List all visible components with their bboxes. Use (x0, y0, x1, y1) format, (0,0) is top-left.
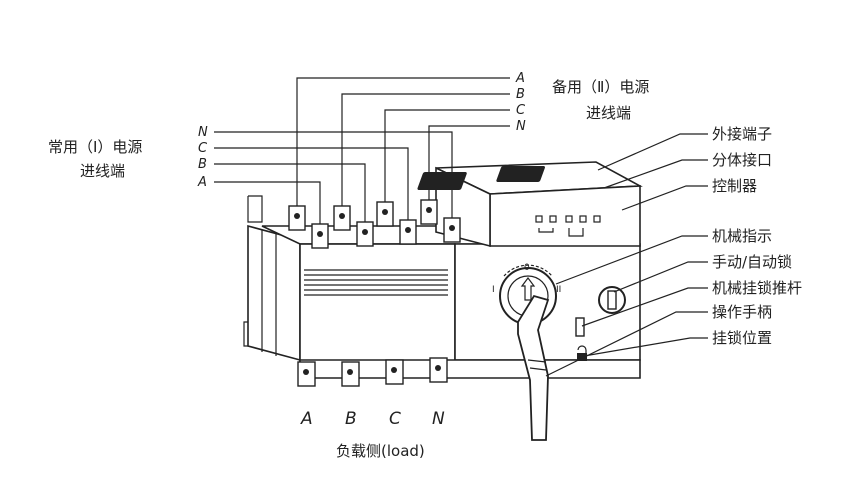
normal-leaders (214, 131, 453, 224)
backup-phase-n: N (516, 119, 526, 134)
load-phase-c: C (389, 409, 401, 429)
manual-auto-lock (598, 286, 626, 314)
backup-leaders (296, 77, 510, 206)
load-terminals (297, 357, 448, 387)
callout-operating-handle: 操作手柄 (712, 303, 772, 321)
dial-mark-i: I (492, 285, 495, 295)
dial-arrow-icon (520, 277, 536, 301)
dial-mark-ii: II (556, 285, 561, 295)
callout-external-terminal: 外接端子 (712, 125, 772, 143)
backup-phase-c: C (516, 103, 526, 118)
callout-padlock-push-rod: 机械挂锁推杆 (712, 279, 802, 297)
load-phase-b: B (345, 409, 357, 429)
dial-mark-0: 0 (524, 263, 530, 273)
backup-phase-b: B (516, 87, 525, 102)
operating-handle (517, 294, 550, 441)
normal-phase-c: C (198, 141, 208, 156)
vent-stripes (304, 269, 448, 296)
callout-controller: 控制器 (712, 177, 757, 195)
callout-manual-auto-lock: 手动/自动锁 (712, 253, 792, 271)
backup-phase-a: A (515, 71, 525, 86)
normal-phase-a: A (197, 175, 207, 190)
side-ribs (261, 230, 277, 356)
normal-phase-b: B (198, 157, 207, 172)
backup-source-sub: 进线端 (586, 104, 631, 122)
controller-box (417, 161, 643, 248)
callout-padlock-position: 挂锁位置 (712, 329, 772, 347)
padlock-icon (577, 345, 587, 361)
callout-split-interface: 分体接口 (712, 151, 772, 169)
terminal-block-2 (496, 166, 545, 182)
normal-source-title: 常用（Ⅰ）电源 (48, 138, 142, 156)
breaker-front (299, 243, 456, 363)
mounting-bracket-top (247, 195, 263, 223)
load-phase-a: A (300, 409, 313, 429)
load-phase-n: N (432, 409, 445, 429)
controller-front (489, 185, 641, 247)
callout-mechanical-indicator: 机械指示 (712, 227, 772, 245)
normal-phase-n: N (198, 125, 208, 140)
normal-source-sub: 进线端 (80, 162, 125, 180)
callout-leaders (545, 133, 708, 377)
padlock-push-rod (575, 317, 585, 337)
terminal-block-1 (417, 172, 467, 190)
indicator-leds (535, 215, 601, 237)
load-side-title: 负载侧(load) (336, 442, 425, 460)
backup-source-title: 备用（Ⅱ）电源 (552, 78, 649, 96)
side-plate (247, 224, 301, 362)
